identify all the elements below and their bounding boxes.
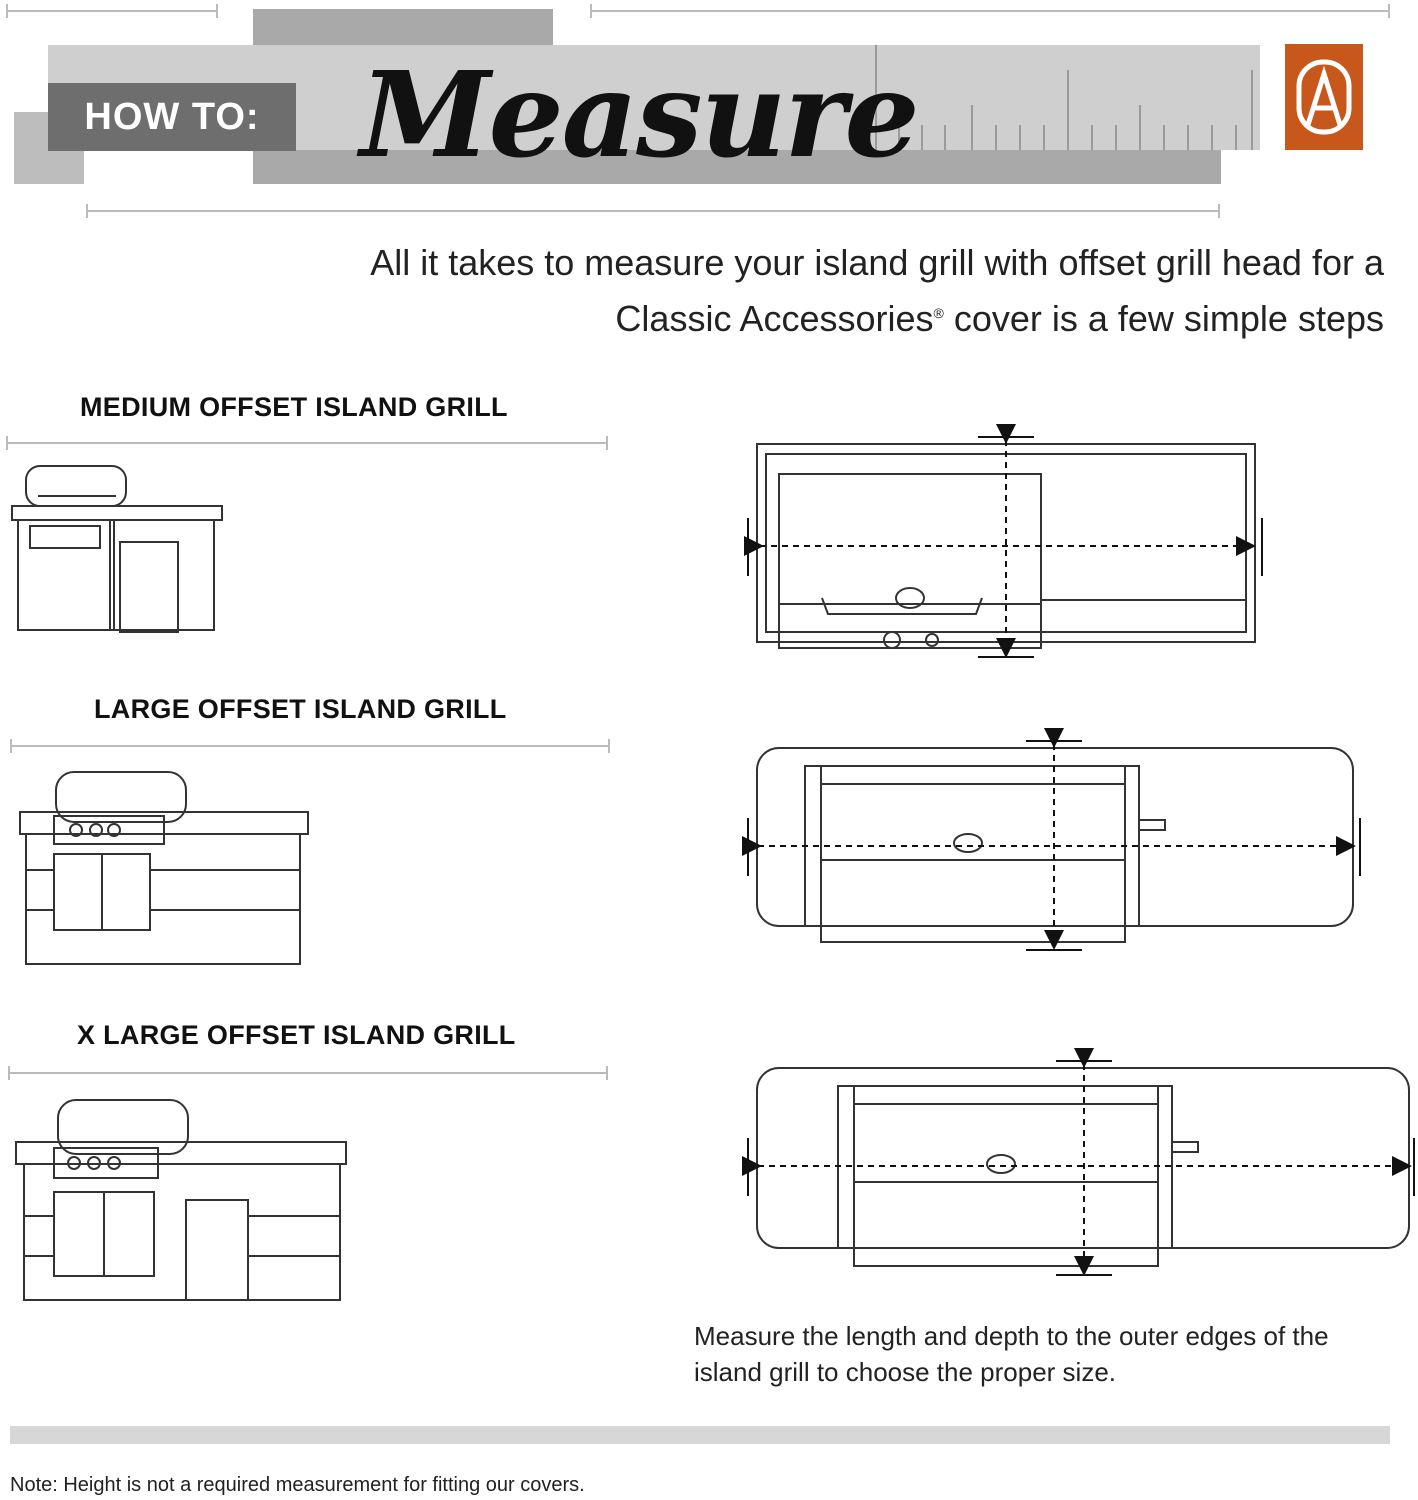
banner-rule bbox=[6, 4, 218, 18]
medium-grill-icon bbox=[11, 465, 223, 633]
section-title-xlarge: X LARGE OFFSET ISLAND GRILL bbox=[77, 1020, 516, 1050]
brand-logo bbox=[1285, 44, 1363, 150]
how-to-badge: HOW TO: bbox=[48, 83, 296, 151]
footer-note: Note: Height is not a required measureme… bbox=[10, 1474, 585, 1496]
intro-line-2: Classic Accessories® cover is a few simp… bbox=[615, 298, 1384, 339]
ruler-ticks bbox=[875, 45, 1253, 150]
large-grill-icon bbox=[19, 771, 309, 965]
banner-rule bbox=[590, 4, 1390, 18]
banner-block bbox=[253, 150, 1221, 184]
registered-mark: ® bbox=[933, 305, 944, 321]
section-rule bbox=[10, 739, 610, 753]
section-title-medium: MEDIUM OFFSET ISLAND GRILL bbox=[80, 392, 508, 422]
section-rule bbox=[8, 1066, 608, 1080]
section-rule bbox=[6, 436, 608, 450]
intro-text: All it takes to measure your island gril… bbox=[184, 238, 1384, 344]
xlarge-grill-icon bbox=[15, 1099, 347, 1301]
page-title: Measure bbox=[360, 45, 920, 184]
footer-bar bbox=[10, 1426, 1390, 1444]
banner-rule bbox=[86, 204, 1220, 218]
measure-instruction: Measure the length and depth to the oute… bbox=[694, 1321, 1329, 1387]
intro-line-1: All it takes to measure your island gril… bbox=[370, 242, 1384, 283]
banner-block bbox=[253, 9, 553, 45]
section-title-large: LARGE OFFSET ISLAND GRILL bbox=[94, 694, 507, 724]
ca-logo-icon bbox=[1296, 59, 1352, 135]
